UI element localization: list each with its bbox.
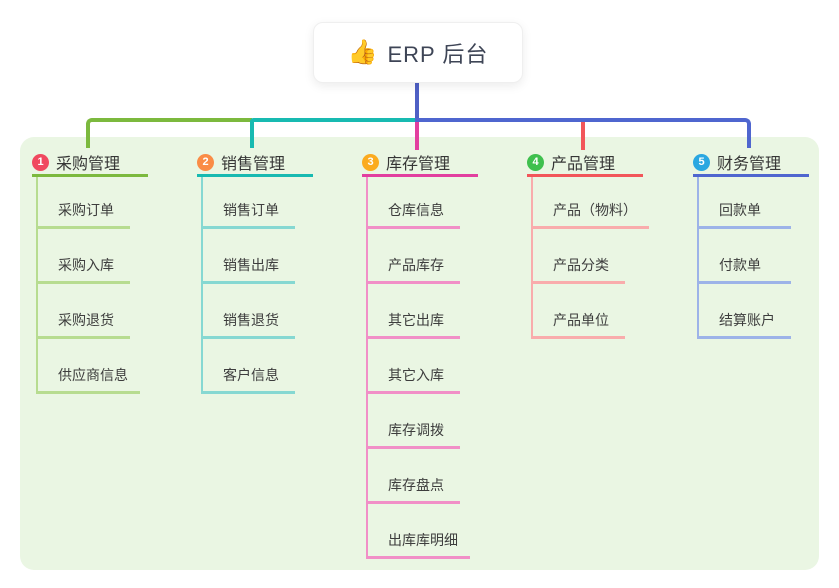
mindmap-subtopic[interactable]: 仓库信息 — [368, 177, 460, 229]
mindmap-subtopic[interactable]: 销售出库 — [203, 229, 295, 284]
branch-topic-label: 销售管理 — [221, 156, 286, 173]
connector-branch-5 — [415, 118, 751, 148]
badge-1: 1 — [32, 153, 49, 171]
connector-branch-4 — [581, 122, 585, 150]
branch-inventory: 3 库存管理 仓库信息产品库存其它出库其它入库库存调拨库存盘点出库库明细 — [362, 150, 478, 559]
mindmap-subtopic[interactable]: 回款单 — [699, 177, 791, 229]
subtopic-label: 库存盘点 — [388, 477, 444, 493]
branch-topic-purchase[interactable]: 1 采购管理 — [32, 150, 148, 177]
branch-sublist: 仓库信息产品库存其它出库其它入库库存调拨库存盘点出库库明细 — [366, 177, 478, 559]
branch-topic-label: 财务管理 — [717, 156, 782, 173]
subtopic-label: 销售退货 — [223, 312, 279, 328]
badge-5: 5 — [693, 153, 710, 171]
branch-sublist: 销售订单销售出库销售退货客户信息 — [201, 177, 313, 394]
branch-product: 4 产品管理 产品（物料） 产品分类产品单位 — [527, 150, 649, 339]
subtopic-label: 产品分类 — [553, 257, 609, 273]
branch-sublist: 产品（物料） 产品分类产品单位 — [531, 177, 649, 339]
mindmap-subtopic[interactable]: 客户信息 — [203, 339, 295, 394]
root-topic-label: ERP 后台 — [387, 41, 489, 67]
subtopic-label: 产品单位 — [553, 312, 609, 328]
subtopic-label: 采购退货 — [58, 312, 114, 328]
subtopic-label: 结算账户 — [719, 312, 775, 328]
thumbs-up-icon: 👍 — [347, 38, 378, 66]
subtopic-label: 供应商信息 — [58, 367, 128, 383]
mindmap-subtopic[interactable]: 销售退货 — [203, 284, 295, 339]
root-topic[interactable]: 👍 ERP 后台 — [313, 22, 523, 83]
badge-2: 2 — [197, 153, 214, 171]
mindmap-subtopic[interactable]: 采购入库 — [38, 229, 130, 284]
mindmap-subtopic[interactable]: 出库库明细 — [368, 504, 470, 559]
branch-topic-finance[interactable]: 5 财务管理 — [693, 150, 809, 177]
mindmap-subtopic[interactable]: 付款单 — [699, 229, 791, 284]
subtopic-label: 采购入库 — [58, 257, 114, 273]
mindmap-subtopic[interactable]: 供应商信息 — [38, 339, 140, 394]
branch-purchase: 1 采购管理 采购订单采购入库采购退货供应商信息 — [32, 150, 148, 394]
subtopic-label: 回款单 — [719, 202, 761, 218]
subtopic-label: 销售订单 — [223, 202, 279, 218]
mindmap-subtopic[interactable]: 产品（物料） — [533, 177, 649, 229]
subtopic-label: 客户信息 — [223, 367, 279, 383]
mindmap-subtopic[interactable]: 其它出库 — [368, 284, 460, 339]
connector-branch-2 — [250, 118, 419, 148]
branch-topic-label: 库存管理 — [386, 156, 451, 173]
subtopic-label: 其它出库 — [388, 312, 444, 328]
branch-topic-sales[interactable]: 2 销售管理 — [197, 150, 313, 177]
branch-topic-label: 采购管理 — [56, 156, 121, 173]
mindmap-subtopic[interactable]: 库存盘点 — [368, 449, 460, 504]
branch-topic-product[interactable]: 4 产品管理 — [527, 150, 643, 177]
branch-sales: 2 销售管理 销售订单销售出库销售退货客户信息 — [197, 150, 313, 394]
mindmap-subtopic[interactable]: 其它入库 — [368, 339, 460, 394]
subtopic-label: 出库库明细 — [388, 532, 458, 548]
subtopic-label: 仓库信息 — [388, 202, 444, 218]
branch-topic-inventory[interactable]: 3 库存管理 — [362, 150, 478, 177]
mindmap-subtopic[interactable]: 结算账户 — [699, 284, 791, 339]
branch-sublist: 回款单付款单结算账户 — [697, 177, 809, 339]
mindmap-subtopic[interactable]: 产品单位 — [533, 284, 625, 339]
connector-branch-1 — [86, 118, 252, 148]
mindmap-subtopic[interactable]: 库存调拨 — [368, 394, 460, 449]
subtopic-label: 采购订单 — [58, 202, 114, 218]
canvas-panel — [20, 137, 819, 570]
connector-branch-3 — [415, 122, 419, 150]
mindmap-subtopic[interactable]: 产品分类 — [533, 229, 625, 284]
mindmap-subtopic[interactable]: 销售订单 — [203, 177, 295, 229]
subtopic-label: 产品库存 — [388, 257, 444, 273]
badge-3: 3 — [362, 153, 379, 171]
branch-topic-label: 产品管理 — [551, 156, 616, 173]
mindmap-subtopic[interactable]: 采购订单 — [38, 177, 130, 229]
subtopic-label: 其它入库 — [388, 367, 444, 383]
branch-sublist: 采购订单采购入库采购退货供应商信息 — [36, 177, 148, 394]
trunk-connector — [415, 82, 419, 122]
subtopic-label: 库存调拨 — [388, 422, 444, 438]
badge-4: 4 — [527, 153, 544, 171]
branch-finance: 5 财务管理 回款单付款单结算账户 — [693, 150, 809, 339]
subtopic-label: 付款单 — [719, 257, 761, 273]
mindmap-subtopic[interactable]: 采购退货 — [38, 284, 130, 339]
subtopic-label: 产品（物料） — [553, 202, 637, 218]
subtopic-label: 销售出库 — [223, 257, 279, 273]
mindmap-subtopic[interactable]: 产品库存 — [368, 229, 460, 284]
